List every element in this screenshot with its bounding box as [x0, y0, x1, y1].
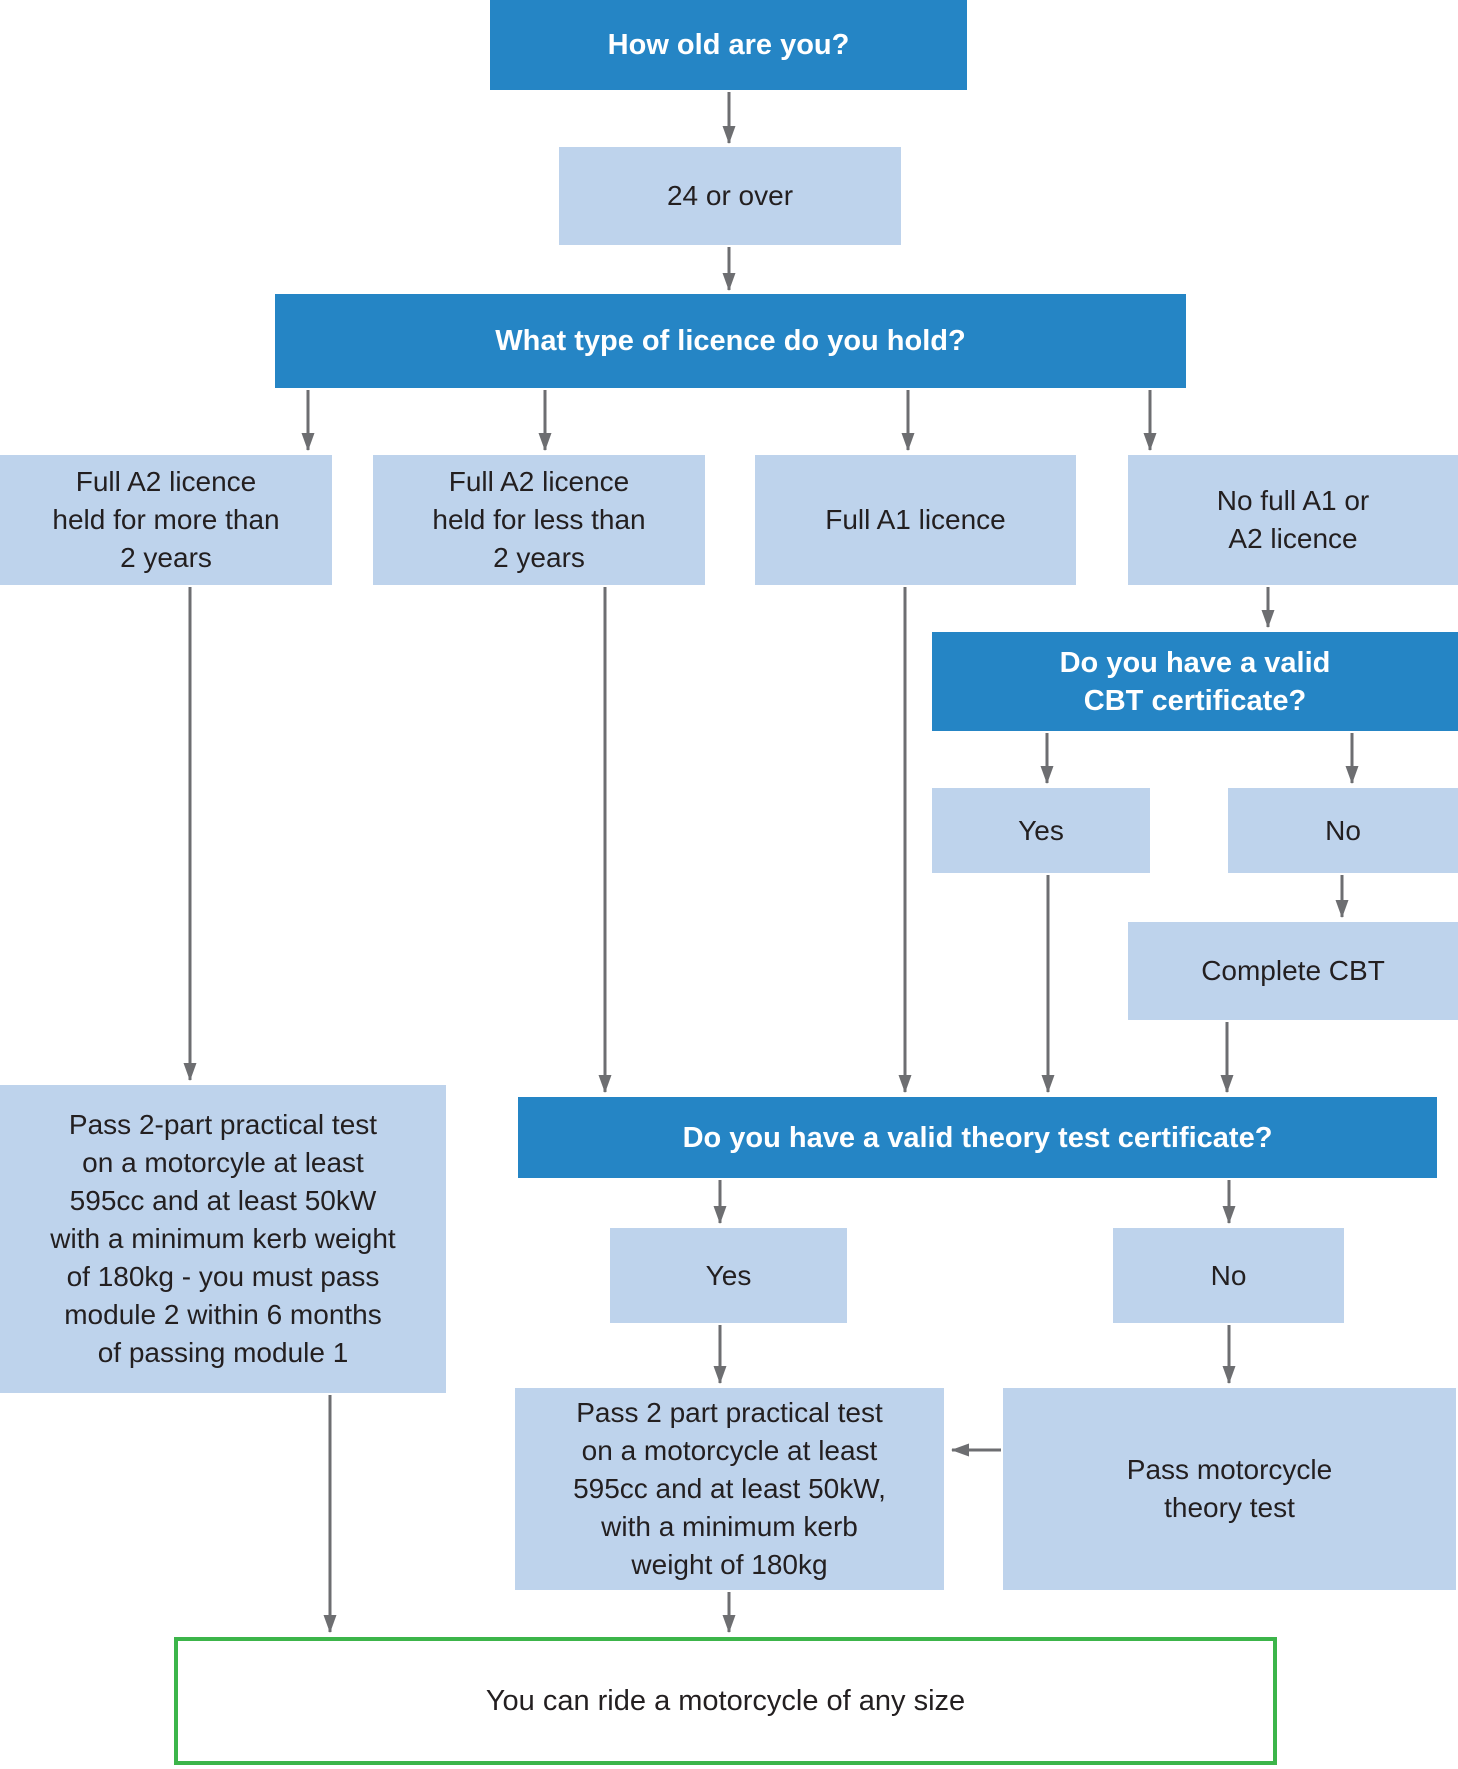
node-complete-cbt: Complete CBT [1128, 922, 1458, 1020]
node-cbt-certificate-question: Do you have a valid CBT certificate? [932, 632, 1458, 731]
node-full-a1-licence: Full A1 licence [755, 455, 1076, 585]
node-pass-motorcycle-theory-test: Pass motorcycle theory test [1003, 1388, 1456, 1590]
node-cbt-yes: Yes [932, 788, 1150, 873]
node-age-question: How old are you? [490, 0, 967, 90]
node-age-answer-24-or-over: 24 or over [559, 147, 901, 245]
node-licence-type-question: What type of licence do you hold? [275, 294, 1186, 388]
node-practical-test-a2-route: Pass 2-part practical test on a motorcyl… [0, 1085, 446, 1393]
node-theory-no: No [1113, 1228, 1344, 1323]
node-full-a2-more-than-2-years: Full A2 licence held for more than 2 yea… [0, 455, 332, 585]
node-full-a2-less-than-2-years: Full A2 licence held for less than 2 yea… [373, 455, 705, 585]
node-practical-test-main: Pass 2 part practical test on a motorcyc… [515, 1388, 944, 1590]
node-theory-certificate-question: Do you have a valid theory test certific… [518, 1097, 1437, 1178]
node-no-full-a1-or-a2: No full A1 or A2 licence [1128, 455, 1458, 585]
node-cbt-no: No [1228, 788, 1458, 873]
node-theory-yes: Yes [610, 1228, 847, 1323]
node-final-result: You can ride a motorcycle of any size [174, 1637, 1277, 1765]
